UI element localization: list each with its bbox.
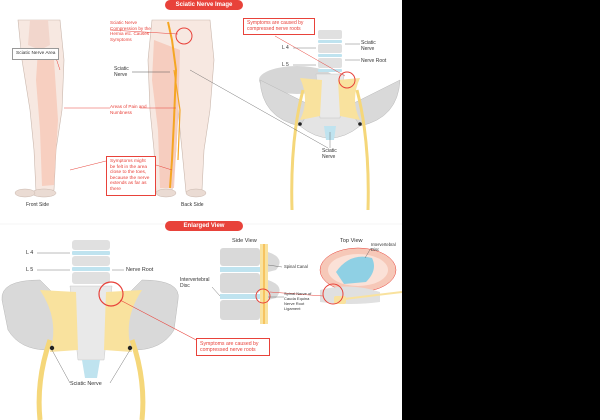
enlarged-nerve-root: Nerve Root (126, 267, 154, 273)
back-caption: Back Side (181, 202, 204, 208)
pelvis-top-figure (259, 30, 401, 211)
top-view-title: Top View (340, 238, 363, 244)
back-body-figure (147, 19, 215, 198)
right-black-margin (402, 0, 600, 420)
enlarged-l5: L 5 (26, 267, 34, 273)
callout-leader-enlarged (119, 299, 201, 343)
callout-leader-top (274, 35, 346, 77)
enlarged-callout: Symptoms are caused by compressed nerve … (196, 338, 270, 356)
leader-topview (364, 247, 372, 259)
pelvis-top-sciatic-bottom: Sciatic Nerve (322, 148, 337, 160)
leader-lines-side (211, 264, 284, 298)
leader-lines-enlarged (37, 252, 131, 384)
side-view-figure (220, 244, 280, 324)
front-body-figure (14, 19, 65, 198)
pelvis-top-l5: L 5 (282, 62, 289, 68)
top-view-figure (319, 247, 403, 305)
pelvis-top-l4: L 4 (282, 45, 289, 51)
bottom-section-title: Enlarged View (165, 221, 243, 231)
compression-note: Sciatic Nerve Compression by the Hernia … (110, 20, 151, 42)
enlarged-sciatic: Sciatic Nerve (70, 381, 102, 387)
pelvis-top-callout: Symptoms are caused by compressed nerve … (243, 18, 315, 36)
top-section-title: Sciatic Nerve Image (165, 0, 243, 10)
front-caption: Front Side (26, 202, 50, 208)
leader-lines-pelvis-top (189, 43, 360, 149)
far-note: Symptoms might be felt in the area close… (106, 156, 156, 196)
side-view-title: Side View (232, 238, 257, 244)
leader-side-to-top (269, 291, 324, 297)
side-view-canal: Spinal Canal (284, 264, 308, 269)
top-view-disc: Intervertebral Disc (371, 242, 396, 252)
pelvis-top-nerve-root: Nerve Root (361, 58, 387, 64)
side-view-disc: Intervertebral Disc (180, 277, 210, 289)
side-view-compression: Spinal Nerve of Cauda Equina Nerve Root … (284, 291, 312, 311)
front-area-label: Sciatic Nerve Area (12, 48, 60, 60)
pain-note: Areas of Pain and Numbness (110, 104, 147, 115)
enlarged-l4: L 4 (26, 250, 34, 256)
back-sciatic-label: Sciatic Nerve (114, 66, 129, 78)
pelvis-top-sciatic-right: Sciatic Nerve (361, 40, 376, 52)
